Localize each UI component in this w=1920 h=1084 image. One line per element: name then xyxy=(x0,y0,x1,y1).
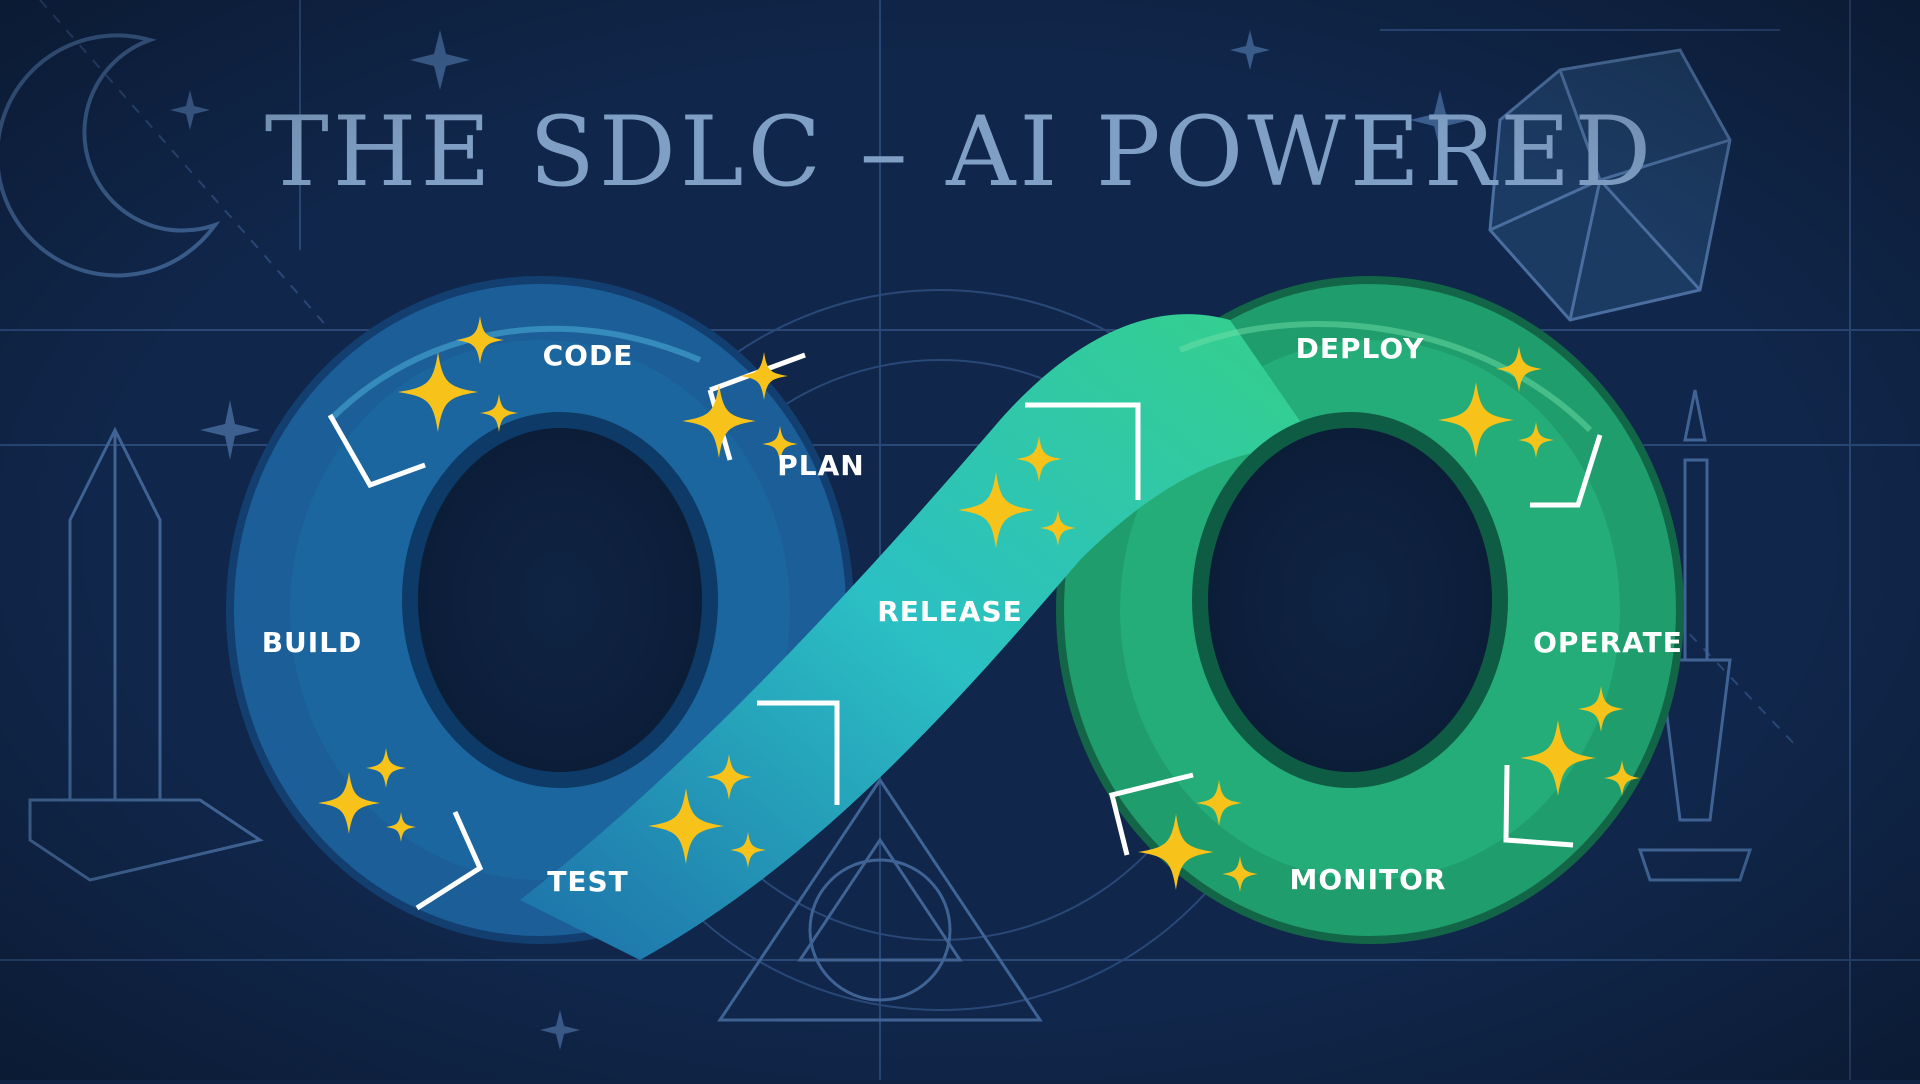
stage-label-operate: OPERATE xyxy=(1533,626,1683,659)
stage-label-monitor: MONITOR xyxy=(1290,863,1447,896)
stage-label-plan: PLAN xyxy=(777,449,864,482)
stage-label-release: RELEASE xyxy=(877,595,1023,628)
page-title: THE SDLC – AI POWERED xyxy=(265,96,1655,208)
stage-label-code: CODE xyxy=(543,339,634,372)
stage-label-deploy: DEPLOY xyxy=(1296,332,1425,365)
right-loop-hole xyxy=(1192,412,1508,788)
left-loop-hole xyxy=(402,412,718,788)
stage-label-build: BUILD xyxy=(262,626,363,659)
stage-label-test: TEST xyxy=(547,865,629,898)
